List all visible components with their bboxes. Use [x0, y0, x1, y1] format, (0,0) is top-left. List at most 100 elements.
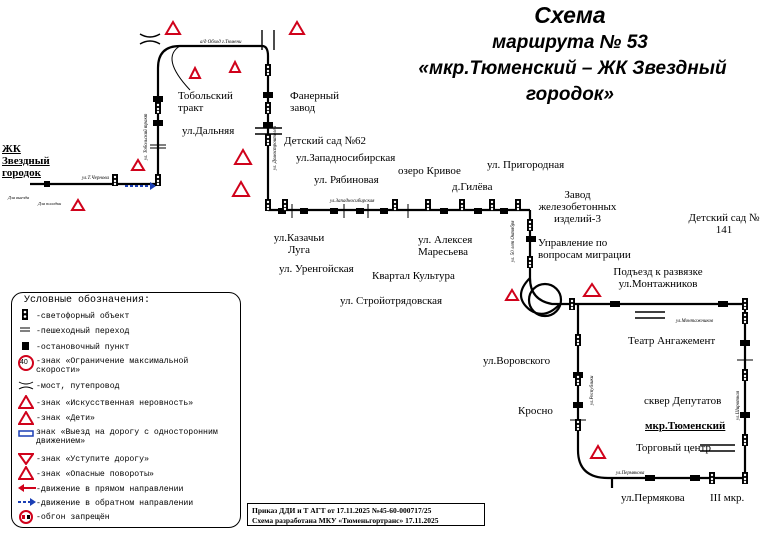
traffic-light-lamp	[393, 207, 397, 211]
stop-tyumensky: мкр.Тюменский	[645, 420, 726, 432]
stop-permyakova: ул.Пермякова	[621, 492, 685, 504]
traffic-light-lamp	[576, 424, 580, 428]
traffic-light-lamp	[156, 179, 160, 183]
traffic-light-lamp	[283, 204, 287, 208]
traffic-light-lamp	[266, 135, 270, 139]
street-dlya-posadki: Для посадки	[37, 201, 62, 206]
traffic-light-lamp	[743, 473, 747, 477]
traffic-light-lamp	[516, 200, 520, 204]
order-line1: Приказ ДДИ и Т АГТ от 17.11.2025 №45-60-…	[252, 506, 432, 515]
legend-item-children: -знак «Дети»	[36, 414, 95, 423]
traffic-light-lamp	[528, 257, 532, 261]
street-zapsibirskaya: ул.Западносибирская	[329, 199, 375, 204]
legend-item-bump: -знак «Искусственная неровность»	[36, 399, 194, 408]
traffic-light-lamp	[393, 204, 397, 208]
traffic-light-lamp	[570, 299, 574, 303]
stop-kvartal: Квартал Культура	[372, 270, 455, 282]
traffic-light-lamp	[743, 306, 747, 310]
traffic-light-lamp	[266, 65, 270, 69]
traffic-light-lamp	[266, 142, 270, 146]
traffic-light-lamp	[743, 303, 747, 307]
traffic-light-lamp	[528, 224, 532, 228]
stop-torgovy: Торговый центр	[636, 442, 711, 454]
stop-krosno: Кросно	[518, 405, 553, 417]
title-line1: Схема	[534, 2, 606, 28]
traffic-light-lamp	[743, 439, 747, 443]
traffic-light-lamp	[576, 382, 580, 386]
street-tobolsky: ул. Тобольский тракт	[143, 113, 149, 161]
legend-item-crossing: -пешеходный переход	[36, 327, 130, 336]
title-line3: «мкр.Тюменский – ЖК Звездный	[418, 58, 727, 79]
traffic-light-lamp	[266, 103, 270, 107]
stop-zhk: ЖК Звездный городок	[2, 143, 50, 179]
title-line2: маршрута № 53	[492, 32, 648, 53]
traffic-light-lamp	[460, 200, 464, 204]
traffic-light-lamp	[156, 103, 160, 107]
stop-migration: Управление по вопросам миграции	[538, 237, 631, 261]
traffic-light-lamp	[570, 306, 574, 310]
legend-item-yield: -знак «Уступите дорогу»	[36, 455, 150, 464]
traffic-light-lamp	[283, 207, 287, 211]
traffic-light-lamp	[743, 370, 747, 374]
speed-limit-value: 40	[20, 359, 28, 366]
stop-fanerny: Фанерный завод	[290, 90, 340, 114]
traffic-light-lamp	[266, 69, 270, 73]
traffic-light-lamp	[460, 207, 464, 211]
traffic-light-lamp	[576, 427, 580, 431]
traffic-light-lamp	[266, 204, 270, 208]
street-obvod: а/д Обход г.Тюмени	[200, 40, 242, 45]
traffic-light-icon	[22, 309, 28, 320]
street-montazhnikov: ул.Монтажников	[675, 319, 714, 324]
traffic-light-lamp	[576, 375, 580, 379]
stop-zapsib: ул.Западносибирская	[296, 152, 396, 164]
stop-stroyotryad: ул. Стройотрядовская	[340, 295, 443, 307]
stop-teatr: Театр Ангажемент	[628, 335, 716, 347]
bridge-icon	[18, 381, 34, 390]
no-overtaking-icon	[19, 510, 33, 524]
stop-gileva: д.Гилёва	[452, 181, 493, 193]
traffic-light-lamp	[490, 200, 494, 204]
traffic-light-lamp	[743, 299, 747, 303]
traffic-light-lamp	[283, 200, 287, 204]
crossing-icon	[20, 327, 30, 332]
traffic-light-lamp	[576, 420, 580, 424]
stop-prigorodnaya: ул. Пригородная	[487, 159, 565, 171]
legend-item-overtaking: -обгон запрещён	[36, 513, 110, 522]
street-let50: ул. 50 лет Октября	[511, 220, 516, 263]
legend-item-turns: -знак «Опасные повороты»	[36, 470, 154, 479]
traffic-light-lamp	[570, 303, 574, 307]
traffic-light-lamp	[266, 110, 270, 114]
traffic-light-lamp	[460, 204, 464, 208]
traffic-light-lamp	[576, 335, 580, 339]
legend-item-reverse: -движение в обратном направлении	[36, 499, 194, 508]
traffic-light-lamp	[743, 374, 747, 378]
stop-maresieva: ул. Алексея Маресьева	[418, 234, 473, 258]
street-dlya-vyezda: Для выезда	[7, 195, 30, 200]
traffic-light-lamp	[490, 204, 494, 208]
traffic-light-lamp	[113, 179, 117, 183]
traffic-light-lamp	[528, 227, 532, 231]
traffic-light-lamp	[743, 317, 747, 321]
traffic-light-lamp	[426, 200, 430, 204]
stop-kazachi: ул.Казачьи Луга	[273, 232, 325, 256]
traffic-light-lamp	[156, 175, 160, 179]
traffic-light-lamp	[743, 480, 747, 484]
street-permyakova: ул.Пермякова	[615, 471, 645, 476]
traffic-light-lamp	[113, 182, 117, 186]
traffic-light-lamp	[743, 377, 747, 381]
legend-item-speed: -знак «Ограничение максимальной скорости…	[36, 357, 189, 375]
traffic-light-lamp	[743, 320, 747, 324]
stop-skver: сквер Депутатов	[644, 395, 722, 407]
traffic-light-lamp	[516, 204, 520, 208]
legend-item-stop: -остановочный пункт	[36, 343, 130, 352]
traffic-light-lamp	[426, 207, 430, 211]
street-chernova: ул.Т.Чернова	[81, 176, 110, 181]
stop-montazhnikov: Подъезд к развязке ул.Монтажников	[613, 266, 703, 290]
traffic-light-lamp	[156, 110, 160, 114]
street-respubliki: ул.Республики	[590, 375, 595, 406]
stop-iii: III мкр.	[710, 492, 745, 504]
legend-item-traffic: -светофорный объект	[36, 312, 130, 321]
traffic-light-lamp	[743, 477, 747, 481]
direct-arrow-icon	[18, 484, 36, 492]
